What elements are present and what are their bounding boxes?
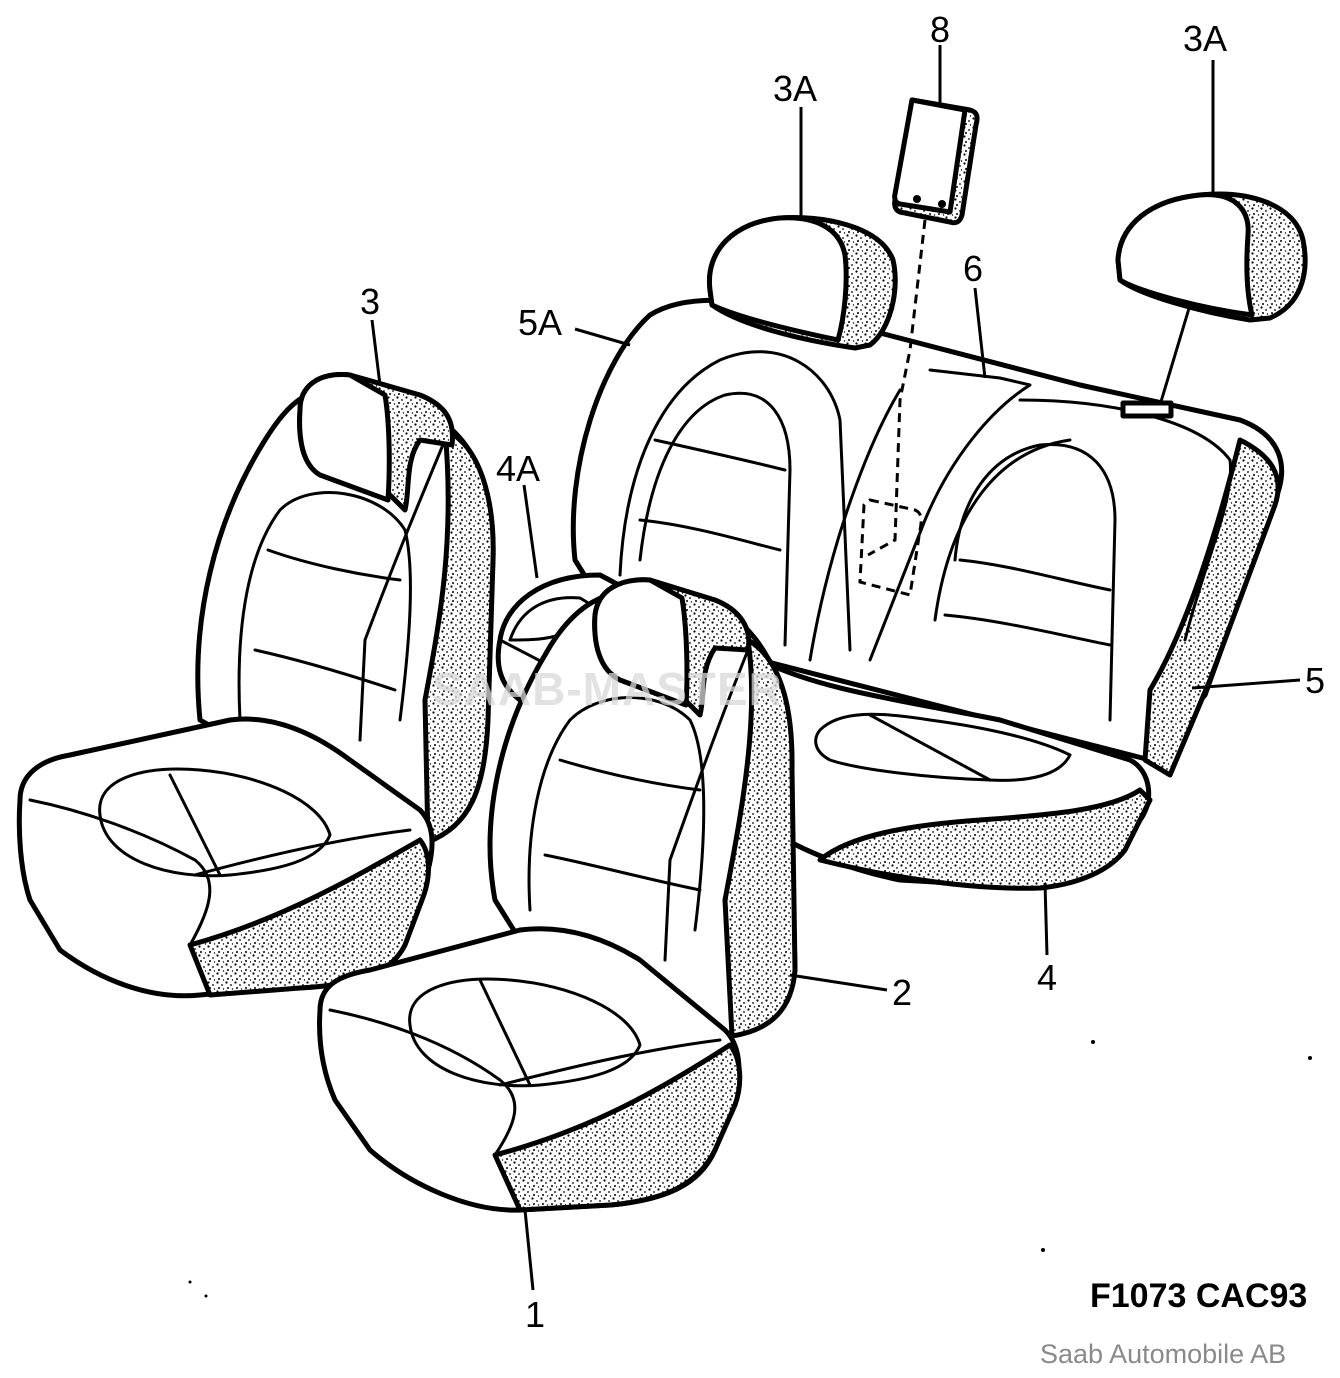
callout-5a: 5A xyxy=(518,302,562,343)
callout-3a-right: 3A xyxy=(1183,18,1227,59)
callout-3: 3 xyxy=(360,281,380,322)
leader-2 xyxy=(789,973,888,992)
callout-4a: 4A xyxy=(496,448,540,489)
callout-leaders xyxy=(370,45,1301,1291)
watermark: SAAB-MASTER xyxy=(432,663,783,715)
rear-headrest-right xyxy=(1115,191,1308,323)
leader-5a xyxy=(574,327,631,347)
rear-cushion-front-shading xyxy=(817,787,1153,891)
front-right-seat xyxy=(317,577,798,1213)
leader-3 xyxy=(370,319,382,386)
callout-leader-8-dashed xyxy=(867,219,927,557)
callout-2: 2 xyxy=(892,972,912,1013)
leader-4 xyxy=(1043,882,1049,956)
rear-headrest-left xyxy=(706,215,898,351)
callout-8: 8 xyxy=(930,9,950,50)
leader-6 xyxy=(973,287,987,379)
front-left-seat xyxy=(16,372,496,999)
copyright-notice: Saab Automobile AB xyxy=(1040,1339,1286,1369)
leader-1 xyxy=(523,1209,535,1291)
callout-1: 1 xyxy=(525,1294,545,1335)
rear-backrest-side-shading xyxy=(1142,437,1281,778)
front-right-cushion-front-shading xyxy=(492,1042,743,1213)
callout-5: 5 xyxy=(1305,660,1325,701)
leader-3a-right-lower xyxy=(1158,304,1192,406)
callout-6: 6 xyxy=(963,248,983,289)
figure-reference: F1073 CAC93 xyxy=(1090,1277,1307,1315)
leader-5 xyxy=(1191,678,1301,690)
armrest-hidden-outline xyxy=(858,498,923,597)
callout-3a-center: 3A xyxy=(773,68,817,109)
front-left-backrest-side xyxy=(422,427,496,845)
callout-4: 4 xyxy=(1037,957,1057,998)
front-right-backrest-side xyxy=(722,637,798,1039)
armrest-cover xyxy=(892,97,980,226)
leader-4a xyxy=(522,484,539,579)
